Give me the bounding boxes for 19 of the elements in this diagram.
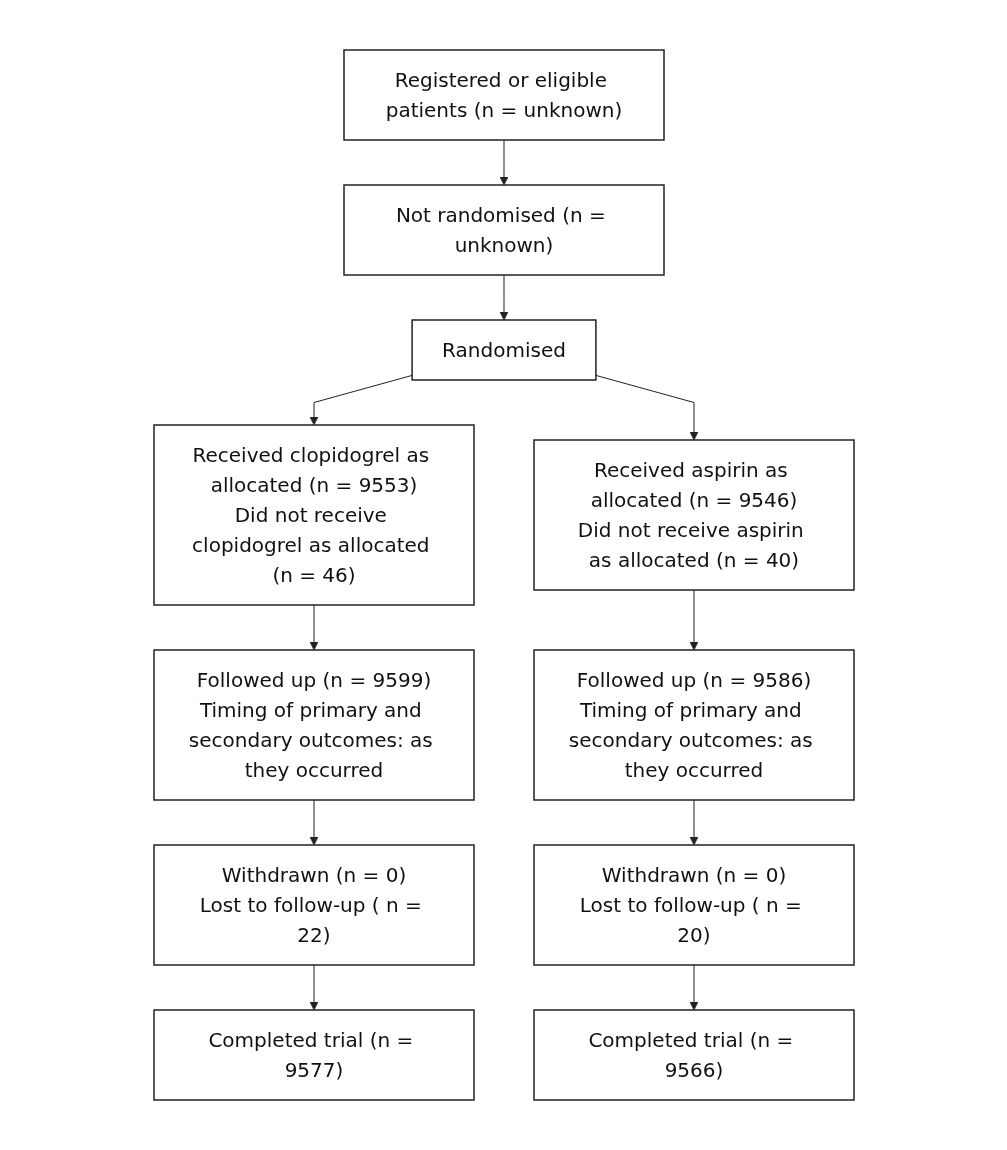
arrow (309, 799, 318, 846)
arrow (499, 274, 508, 321)
node-box: Registered or eligible patients (n = unknown) (342, 49, 665, 141)
node-box: Randomised (410, 319, 597, 381)
node-box: Followed up (n = 9586) Timing of primary and secondary outcomes: as they occurred (532, 649, 855, 801)
node-box: Withdrawn (n = 0) Lost to follow-up ( n = 20) (532, 844, 855, 966)
node-box: Received clopidogrel as allocated (n = 9553) Did not receive clopidogrel as allocated (n = 46) (152, 424, 475, 606)
node-box: Not randomised (n = unknown) (342, 184, 665, 276)
node-box: Completed trial (n = 9566) (532, 1009, 855, 1101)
arrow (689, 799, 698, 846)
node-box: Received aspirin as allocated (n = 9546) Did not receive aspirin as allocated (n = 40) (532, 439, 855, 591)
arrow (309, 604, 318, 651)
arrow (689, 589, 698, 651)
node-box: Withdrawn (n = 0) Lost to follow-up ( n = 22) (152, 844, 475, 966)
node-box: Completed trial (n = 9577) (152, 1009, 475, 1101)
node-box: Followed up (n = 9599) Timing of primary and secondary outcomes: as they occurred (152, 649, 475, 801)
arrow (499, 139, 508, 186)
arrow (689, 964, 698, 1011)
arrow (309, 964, 318, 1011)
